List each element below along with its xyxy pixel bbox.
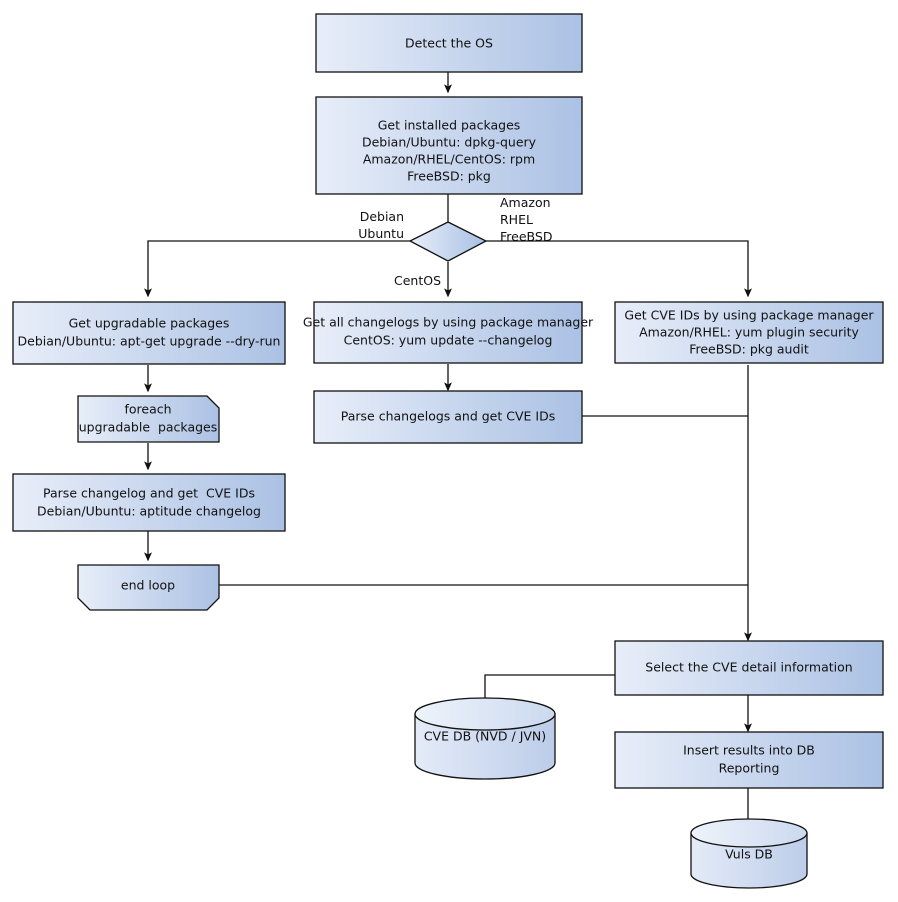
node-foreach-loop-start-line1: foreach (124, 402, 171, 417)
node-get-installed-packages-line4: FreeBSD: pkg (407, 169, 491, 184)
node-detect-os-label: Detect the OS (405, 36, 493, 51)
node-get-all-changelogs[interactable]: Get all changelogs by using package mana… (303, 301, 594, 364)
node-cve-db-cylinder[interactable]: CVE DB (NVD / JVN) (414, 697, 556, 780)
edge-label-ubuntu: Ubuntu (358, 226, 404, 241)
edge-label-freebsd: FreeBSD (500, 229, 552, 244)
node-get-cve-ids-pkgmgr[interactable]: Get CVE IDs by using package manager Ama… (614, 301, 884, 364)
node-insert-results-line2: Reporting (719, 761, 780, 776)
node-vuls-db-label: Vuls DB (725, 847, 773, 862)
node-vuls-db-cylinder[interactable]: Vuls DB (690, 818, 808, 889)
edge-label-amazon: Amazon (500, 195, 551, 210)
node-insert-results-line1: Insert results into DB (683, 743, 815, 758)
edge-decision-to-upgradable (143, 240, 410, 298)
node-parse-changelogs-multi-label: Parse changelogs and get CVE IDs (341, 409, 555, 424)
node-foreach-loop-start[interactable]: foreach upgradable packages (77, 395, 220, 443)
node-end-loop-label: end loop (121, 578, 175, 593)
node-get-installed-packages[interactable]: Get installed packages Debian/Ubuntu: dp… (315, 96, 583, 195)
edge-label-debian: Debian (360, 209, 404, 224)
node-parse-changelog-single[interactable]: Parse changelog and get CVE IDs Debian/U… (12, 473, 286, 532)
node-insert-results[interactable]: Insert results into DB Reporting (614, 731, 884, 789)
node-get-installed-packages-line1: Get installed packages (378, 118, 521, 133)
node-get-all-changelogs-line1: Get all changelogs by using package mana… (303, 315, 594, 330)
node-select-cve-detail[interactable]: Select the CVE detail information (614, 640, 884, 696)
node-os-decision-diamond[interactable] (408, 221, 488, 262)
edge-label-rhel: RHEL (500, 212, 533, 227)
node-foreach-loop-start-line2: upgradable packages (79, 420, 218, 435)
node-parse-changelogs-multi[interactable]: Parse changelogs and get CVE IDs (313, 390, 583, 444)
node-end-loop[interactable]: end loop (77, 564, 220, 611)
node-get-installed-packages-line2: Debian/Ubuntu: dpkg-query (362, 135, 537, 150)
node-cve-db-label: CVE DB (NVD / JVN) (424, 729, 546, 744)
node-parse-changelog-single-line1: Parse changelog and get CVE IDs (43, 486, 255, 501)
node-get-upgradable-packages-line2: Debian/Ubuntu: apt-get upgrade --dry-run (18, 334, 281, 349)
node-get-installed-packages-line3: Amazon/RHEL/CentOS: rpm (363, 152, 535, 167)
node-parse-changelog-single-line2: Debian/Ubuntu: aptitude changelog (37, 504, 261, 519)
node-get-cve-ids-pkgmgr-line2: Amazon/RHEL: yum plugin security (639, 325, 859, 340)
node-get-cve-ids-pkgmgr-line1: Get CVE IDs by using package manager (624, 308, 874, 323)
decision-branch-labels: Debian Ubuntu Amazon RHEL FreeBSD CentOS (358, 195, 552, 288)
edge-decision-to-cveids (486, 240, 753, 298)
node-select-cve-detail-label: Select the CVE detail information (645, 660, 852, 675)
node-detect-os[interactable]: Detect the OS (315, 13, 583, 73)
node-get-upgradable-packages[interactable]: Get upgradable packages Debian/Ubuntu: a… (12, 301, 286, 365)
edge-label-centos: CentOS (394, 273, 441, 288)
node-get-upgradable-packages-line1: Get upgradable packages (69, 316, 230, 331)
node-get-all-changelogs-line2: CentOS: yum update --changelog (344, 333, 553, 348)
node-get-cve-ids-pkgmgr-line3: FreeBSD: pkg audit (689, 342, 809, 357)
